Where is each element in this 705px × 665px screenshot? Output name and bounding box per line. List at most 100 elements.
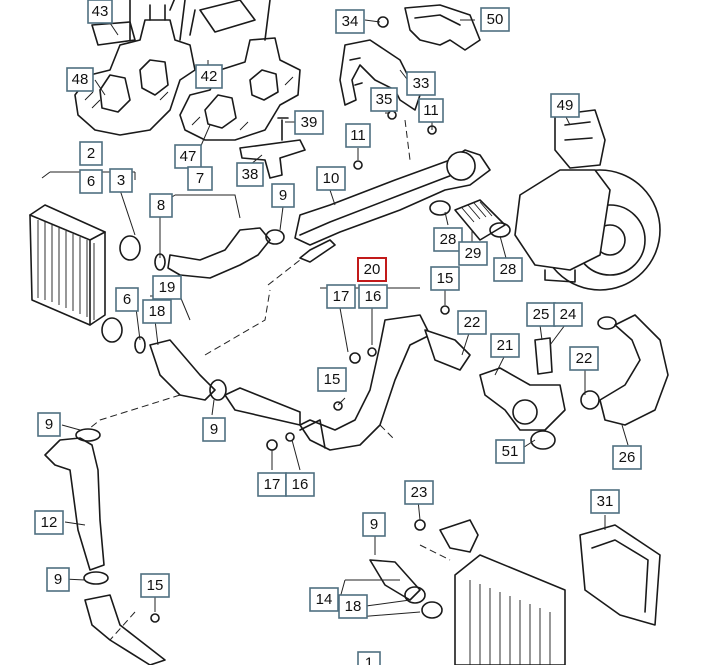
svg-text:38: 38 [242,166,259,183]
callout-1: 1 [357,651,381,665]
svg-text:33: 33 [413,75,430,92]
svg-text:43: 43 [92,3,109,20]
bracket [239,117,306,179]
throttle-body [479,337,566,450]
svg-text:16: 16 [365,288,382,305]
svg-text:7: 7 [196,170,204,187]
svg-text:23: 23 [411,484,428,501]
callout-17-upper: 17 [326,284,356,309]
svg-text:35: 35 [376,91,393,108]
callout-17-lower: 17 [257,472,287,497]
intake-manifold-gasket [91,21,136,46]
svg-text:48: 48 [72,71,89,88]
svg-text:21: 21 [497,337,514,354]
svg-text:22: 22 [464,314,481,331]
callout-34: 34 [335,9,365,34]
hose-26 [580,314,669,426]
callout-42: 42 [195,64,223,89]
callout-16-upper: 16 [358,284,388,309]
callout-9-upper: 9 [271,183,295,208]
callout-18-lower: 18 [338,594,368,619]
callout-15-middle: 15 [317,367,347,392]
callout-21: 21 [490,333,520,358]
callout-48: 48 [66,67,94,92]
callout-22-upper: 22 [457,310,487,335]
svg-text:11: 11 [350,127,366,144]
svg-text:18: 18 [149,303,166,320]
callout-2: 2 [79,141,103,166]
svg-text:2: 2 [87,145,95,162]
callout-12: 12 [34,510,64,535]
callout-25: 25 [526,302,556,327]
callout-33: 33 [406,71,436,96]
callout-49: 49 [550,93,580,118]
callout-16-lower: 16 [285,472,315,497]
hose-19 [149,339,301,426]
svg-text:9: 9 [54,571,62,588]
svg-text:50: 50 [487,11,504,28]
svg-text:29: 29 [465,245,482,262]
intake-manifold-left [74,0,196,136]
svg-text:39: 39 [301,114,318,131]
svg-text:12: 12 [41,514,58,531]
svg-text:14: 14 [316,591,333,608]
callout-43: 43 [87,0,113,24]
svg-text:9: 9 [370,516,378,533]
callout-28-right: 28 [493,257,523,282]
callout-18-upper: 18 [142,299,172,324]
pipe-lower-left [84,594,166,665]
svg-text:20: 20 [364,261,381,278]
svg-text:15: 15 [147,577,164,594]
turbo-inlet-pipe [404,4,481,51]
hose-12 [44,428,109,585]
callout-8: 8 [149,193,173,218]
svg-text:28: 28 [500,261,517,278]
hose-14 [369,559,443,619]
svg-text:11: 11 [423,102,439,119]
pipe-23 [439,519,479,553]
svg-text:3: 3 [117,172,125,189]
callout-22-lower: 22 [569,346,599,371]
svg-text:6: 6 [87,173,95,190]
callout-9-left: 9 [37,412,61,437]
svg-text:42: 42 [201,68,218,85]
callout-10: 10 [316,166,346,191]
callout-15-lower: 15 [140,573,170,598]
callout-9-bottom-right: 9 [362,512,386,537]
callout-23: 23 [404,480,434,505]
svg-text:9: 9 [279,187,287,204]
svg-text:15: 15 [437,270,454,287]
pipe-20 [299,314,471,451]
svg-text:47: 47 [180,148,197,165]
callout-14: 14 [309,587,339,612]
callout-47: 47 [174,144,202,169]
svg-text:1: 1 [365,655,373,665]
intercooler-left [29,204,106,326]
svg-text:9: 9 [45,416,53,433]
svg-text:17: 17 [333,288,350,305]
callout-24: 24 [553,302,583,327]
callout-6-lower: 6 [115,287,139,312]
svg-text:22: 22 [576,350,593,367]
callout-11-lower: 11 [345,123,371,148]
callout-3: 3 [109,168,133,193]
callout-6-upper: 6 [79,169,103,194]
svg-text:26: 26 [619,449,636,466]
svg-text:28: 28 [440,231,457,248]
intercooler-right [454,554,566,665]
svg-text:31: 31 [597,493,614,510]
callout-29: 29 [458,241,488,266]
svg-text:16: 16 [292,476,309,493]
callout-31: 31 [590,489,620,514]
svg-text:49: 49 [557,97,574,114]
svg-text:51: 51 [502,443,519,460]
svg-text:8: 8 [157,197,165,214]
callout-51: 51 [495,439,525,464]
svg-text:34: 34 [342,13,359,30]
svg-text:18: 18 [345,598,362,615]
callout-35: 35 [370,87,398,112]
callout-15-upper: 15 [430,266,460,291]
svg-text:25: 25 [533,306,550,323]
air-guide-31 [579,524,661,626]
